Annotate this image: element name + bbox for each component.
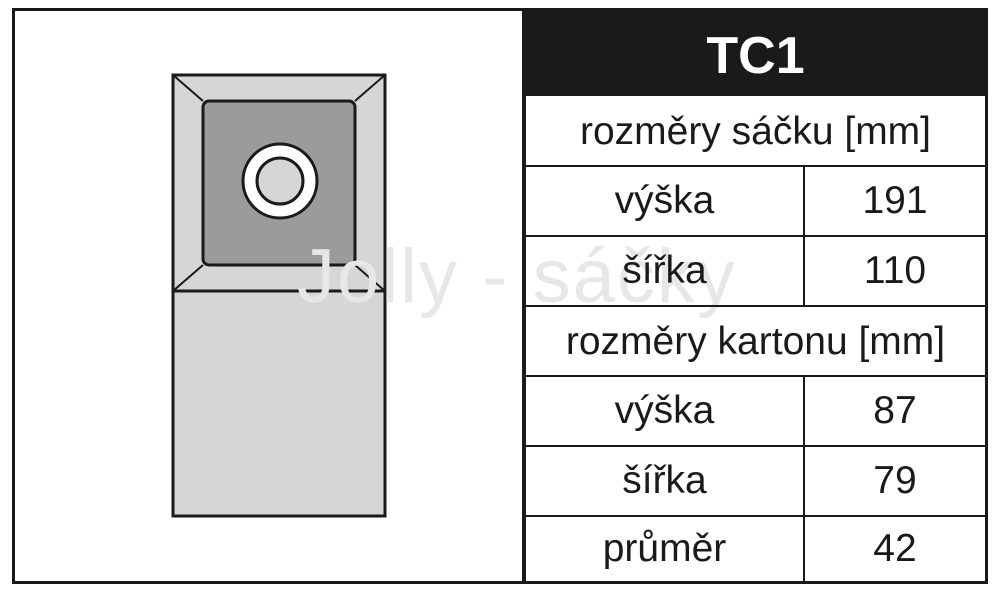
carton-width-label: šířka: [526, 447, 805, 515]
bag-height-label: výška: [526, 167, 805, 235]
table-row: výška 191: [526, 165, 985, 235]
bag-dimensions-heading: rozměry sáčku [mm]: [526, 94, 985, 165]
bag-corner-tl: [172, 74, 204, 102]
bag-width-value: 110: [863, 249, 927, 292]
bag-drawing: [171, 73, 387, 518]
table-row: šířka 79: [526, 445, 985, 515]
bag-illustration: [15, 11, 522, 581]
carton-height-label: výška: [526, 377, 805, 445]
carton-diameter-label: průměr: [526, 517, 805, 581]
bag-height-value: 191: [862, 179, 928, 222]
table-row: průměr 42: [526, 515, 985, 581]
carton-height-value: 87: [873, 389, 917, 432]
carton-dimensions-heading-text: rozměry kartonu [mm]: [565, 320, 946, 363]
bag-width-label: šířka: [526, 237, 805, 305]
carton-width-value: 79: [873, 459, 917, 502]
bag-corner-tr: [354, 74, 386, 102]
bag-corner-bl: [172, 264, 204, 292]
bag-corner-br: [354, 264, 386, 292]
dimensions-table: TC1 rozměry sáčku [mm] výška 191 šířka 1…: [526, 11, 985, 581]
column-divider: [522, 11, 526, 581]
model-title: TC1: [526, 11, 985, 94]
table-row: výška 87: [526, 375, 985, 445]
carton-diameter-value: 42: [873, 527, 917, 570]
carton-ring-inner: [255, 156, 305, 206]
table-row: šířka 110: [526, 235, 985, 305]
product-card: Jolly - sáčky TC1 rozměry sáčku [mm] výš…: [12, 8, 988, 584]
bag-dimensions-heading-text: rozměry sáčku [mm]: [579, 110, 932, 153]
carton-dimensions-heading: rozměry kartonu [mm]: [526, 305, 985, 375]
